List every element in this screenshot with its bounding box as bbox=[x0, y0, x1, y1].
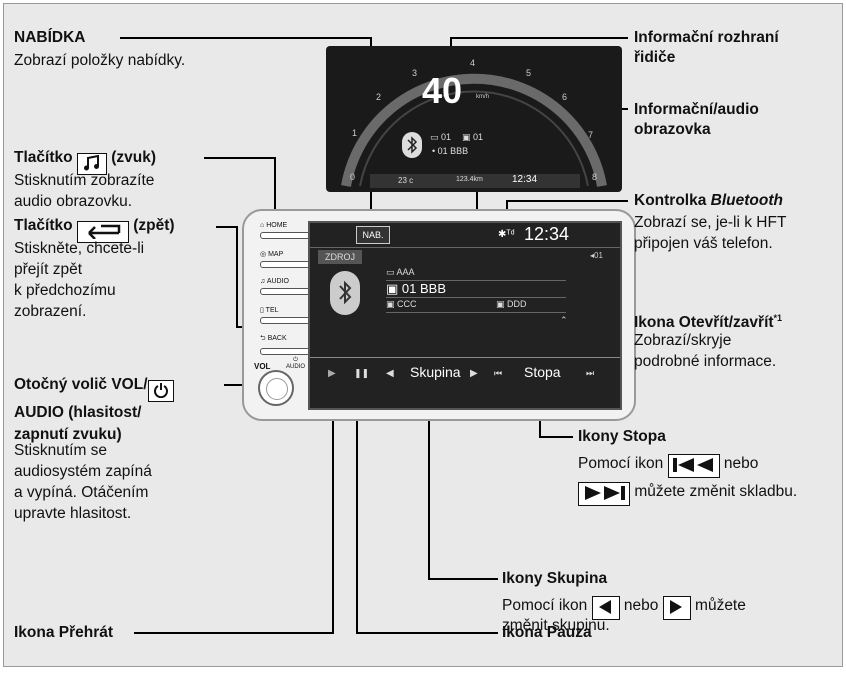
group-icons-desc-2: změnit skupinu. bbox=[502, 616, 610, 636]
leader-line bbox=[216, 226, 238, 228]
play-icon-label: Ikona Přehrát bbox=[14, 623, 113, 643]
nab-button[interactable]: NAB. bbox=[356, 226, 390, 244]
play-icon[interactable]: ▶ bbox=[328, 368, 336, 379]
group-next-arrow-icon bbox=[663, 596, 691, 620]
source-tab[interactable]: ZDROJ bbox=[318, 250, 362, 264]
leader-line bbox=[356, 384, 358, 634]
bluetooth-title: Kontrolka Bluetooth bbox=[634, 191, 783, 211]
leader-line bbox=[450, 37, 628, 39]
tick-6: 6 bbox=[562, 92, 567, 102]
diagram-page: 0 1 2 3 4 5 6 7 8 40 km/h ▭ 01 ▣ 01 • 01… bbox=[3, 3, 843, 667]
info-audio-screen: NAB. ✱ᵀᵈ 12:34 ZDROJ ◂01 ▭ AAA ▣ 01 BBB … bbox=[308, 221, 622, 410]
tick-1: 1 bbox=[352, 128, 357, 138]
audio-button-desc: Stisknutím zobrazíte audio obrazovku. bbox=[14, 170, 154, 212]
skip-forward-icon bbox=[578, 482, 630, 506]
open-close-icon[interactable]: ⌃ bbox=[560, 315, 568, 326]
audio-button[interactable]: ♫ AUDIO bbox=[260, 278, 312, 295]
tick-0: 0 bbox=[350, 172, 355, 182]
screen-line-1: ▭ AAA bbox=[386, 267, 415, 278]
tick-4: 4 bbox=[470, 58, 475, 68]
screen-line-3: ▣ CCC bbox=[386, 299, 417, 310]
tick-7: 7 bbox=[588, 130, 593, 140]
menu-title: NABÍDKA bbox=[14, 28, 85, 48]
cluster-channel-2: ▣ 01 bbox=[462, 132, 483, 143]
leader-line bbox=[236, 226, 238, 328]
tick-3: 3 bbox=[412, 68, 417, 78]
track-label: Stopa bbox=[524, 364, 561, 380]
bluetooth-desc: Zobrazí se, je-li k HFT připojen váš tel… bbox=[634, 212, 786, 254]
track-icons-title: Ikony Stopa bbox=[578, 427, 666, 447]
group-label: Skupina bbox=[410, 364, 461, 380]
cluster-time: 12:34 bbox=[512, 174, 537, 185]
screen-line-4: ▣ DDD bbox=[496, 299, 527, 310]
track-next-icon[interactable]: ⏭ bbox=[586, 368, 594, 379]
cluster-bluetooth-icon bbox=[402, 132, 422, 158]
map-button[interactable]: ◎ MAP bbox=[260, 250, 312, 268]
screen-track-num: ◂01 bbox=[590, 251, 603, 260]
track-icons-desc-1: Pomocí ikon nebo bbox=[578, 452, 758, 478]
leader-line bbox=[356, 632, 498, 634]
tick-5: 5 bbox=[526, 68, 531, 78]
screen-line-2: ▣ 01 BBB bbox=[386, 281, 446, 297]
track-prev-icon[interactable]: ⏮ bbox=[494, 368, 502, 379]
screen-bluetooth-icon bbox=[330, 271, 360, 315]
menu-desc: Zobrazí položky nabídky. bbox=[14, 50, 185, 71]
cluster-odo: 123.4km bbox=[456, 176, 483, 183]
bluetooth-indicator: ✱ᵀᵈ bbox=[498, 229, 514, 240]
cluster-channel-1: ▭ 01 bbox=[430, 132, 451, 143]
back-button[interactable]: ⮌ BACK bbox=[260, 334, 312, 355]
group-prev-icon[interactable]: ◀ bbox=[386, 368, 394, 379]
track-icons-desc-2: můžete změnit skladbu. bbox=[578, 480, 797, 506]
leader-line bbox=[539, 436, 573, 438]
vol-audio-knob[interactable] bbox=[258, 370, 294, 406]
home-button[interactable]: ⌂ HOME bbox=[260, 222, 312, 239]
group-next-icon[interactable]: ▶ bbox=[470, 368, 478, 379]
leader-line bbox=[120, 37, 372, 39]
leader-line bbox=[428, 578, 498, 580]
leader-line bbox=[332, 384, 334, 634]
skip-back-icon bbox=[668, 454, 720, 478]
leader-line bbox=[204, 157, 276, 159]
leader-line bbox=[134, 632, 334, 634]
group-icons-title: Ikony Skupina bbox=[502, 569, 607, 589]
open-close-desc: Zobrazí/skryje podrobné informace. bbox=[634, 330, 776, 372]
speed-unit: km/h bbox=[476, 94, 489, 100]
vol-knob-title: Otočný volič VOL/ AUDIO (hlasitost/ zapn… bbox=[14, 374, 174, 446]
pause-icon[interactable]: ❚❚ bbox=[354, 368, 369, 379]
vol-label: VOL bbox=[254, 362, 270, 371]
cluster-song: • 01 BBB bbox=[432, 146, 468, 156]
power-icon bbox=[148, 380, 174, 402]
audio-knob-label: ⏻AUDIO bbox=[286, 357, 305, 371]
back-button-desc: Stiskněte, chcete-li přejít zpět k předc… bbox=[14, 238, 144, 322]
driver-information-interface: 0 1 2 3 4 5 6 7 8 40 km/h ▭ 01 ▣ 01 • 01… bbox=[326, 46, 622, 192]
leader-line bbox=[506, 200, 628, 202]
tick-2: 2 bbox=[376, 92, 381, 102]
cluster-temp: 23 c bbox=[398, 176, 413, 185]
tel-button[interactable]: ▯ TEL bbox=[260, 306, 312, 324]
screen-time: 12:34 bbox=[524, 224, 569, 245]
speed: 40 bbox=[422, 70, 462, 112]
vol-knob-desc: Stisknutím se audiosystém zapíná a vypín… bbox=[14, 440, 152, 524]
tick-8: 8 bbox=[592, 172, 597, 182]
